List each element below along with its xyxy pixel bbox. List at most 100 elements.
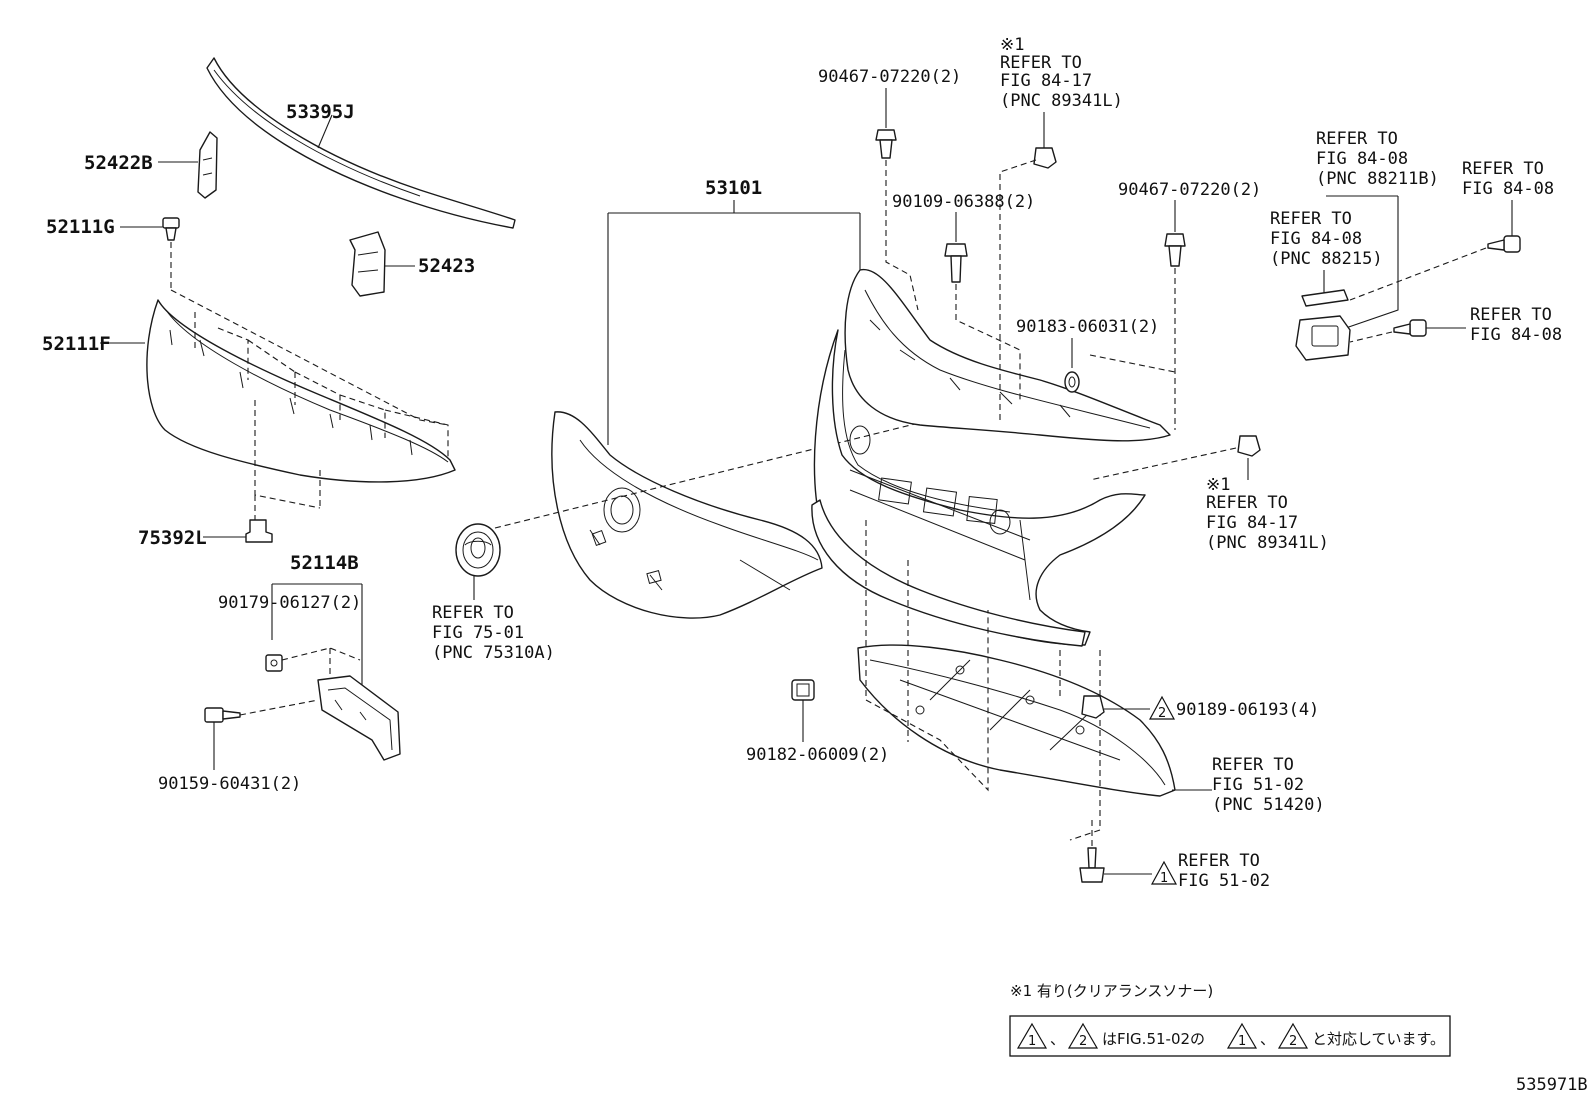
svg-text:(PNC 88211B): (PNC 88211B) bbox=[1316, 169, 1439, 189]
svg-text:2: 2 bbox=[1079, 1034, 1087, 1049]
grille-panel-52111f[interactable] bbox=[146, 299, 456, 483]
triangle-2-icon: 2 bbox=[1067, 1022, 1099, 1049]
diagram-id: 535971B bbox=[1516, 1075, 1588, 1095]
svg-text:REFER TO: REFER TO bbox=[1270, 209, 1352, 229]
leader-53395j bbox=[317, 114, 333, 149]
svg-text:REFER TO: REFER TO bbox=[1212, 755, 1294, 775]
label-90183: 90183-06031(2) bbox=[1016, 317, 1159, 337]
triangle-2-icon: 2 bbox=[1148, 695, 1176, 721]
svg-text:と対応しています。: と対応しています。 bbox=[1312, 1030, 1445, 1048]
label-52111f: 52111F bbox=[42, 333, 111, 355]
bolt-90109[interactable] bbox=[944, 243, 968, 283]
ref-fig-84-17-mid[interactable]: ※1 REFER TO FIG 84-17 (PNC 89341L) bbox=[1206, 475, 1329, 553]
bolt-sensor-d[interactable] bbox=[1393, 319, 1427, 337]
svg-text:(PNC 75310A): (PNC 75310A) bbox=[432, 643, 555, 663]
svg-text:FIG 75-01: FIG 75-01 bbox=[432, 623, 524, 643]
svg-text:1: 1 bbox=[1238, 1034, 1246, 1049]
leader-53101 bbox=[607, 200, 861, 445]
ref-fig-84-08-d[interactable]: REFER TO FIG 84-08 bbox=[1470, 305, 1562, 345]
svg-text:FIG 51-02: FIG 51-02 bbox=[1178, 871, 1270, 891]
svg-text:(PNC 51420): (PNC 51420) bbox=[1212, 795, 1325, 815]
emblem[interactable] bbox=[455, 523, 501, 577]
bumper-cover-53101[interactable] bbox=[551, 411, 823, 619]
label-53101: 53101 bbox=[705, 177, 762, 199]
svg-text:2: 2 bbox=[1158, 706, 1166, 721]
svg-text:※1: ※1 bbox=[1206, 475, 1230, 495]
svg-text:FIG 84-08: FIG 84-08 bbox=[1316, 149, 1408, 169]
svg-text:FIG 84-17: FIG 84-17 bbox=[1206, 513, 1298, 533]
bracket-52422b[interactable] bbox=[197, 131, 218, 199]
svg-text:、: 、 bbox=[1260, 1030, 1275, 1048]
svg-text:はFIG.51-02の: はFIG.51-02の bbox=[1102, 1030, 1205, 1048]
footnote-sonar: ※1 有り(クリアランスソナー) bbox=[1010, 982, 1213, 1000]
sonar-clip-mid[interactable] bbox=[1237, 435, 1261, 457]
label-52114b: 52114B bbox=[290, 552, 359, 574]
sonar-clip-top[interactable] bbox=[1033, 147, 1057, 169]
label-90189: 90189-06193(4) bbox=[1176, 700, 1319, 720]
svg-text:2: 2 bbox=[1289, 1034, 1297, 1049]
svg-text:REFER TO: REFER TO bbox=[1206, 493, 1288, 513]
grommet-90183[interactable] bbox=[1064, 371, 1080, 393]
svg-text:FIG 84-08: FIG 84-08 bbox=[1470, 325, 1562, 345]
leader-52114b bbox=[271, 583, 363, 700]
nut-90179[interactable] bbox=[265, 654, 283, 672]
bolt-90467a[interactable] bbox=[875, 129, 897, 159]
svg-text:FIG 84-08: FIG 84-08 bbox=[1270, 229, 1362, 249]
label-90467b: 90467-07220(2) bbox=[1118, 180, 1261, 200]
clip-90182[interactable] bbox=[791, 679, 815, 701]
svg-text:※1: ※1 bbox=[1000, 35, 1024, 55]
ref-fig-84-17-top[interactable]: ※1 REFER TO FIG 84-17 (PNC 89341L) bbox=[1000, 35, 1123, 111]
label-90467a: 90467-07220(2) bbox=[818, 67, 961, 87]
sensor-module[interactable] bbox=[1295, 315, 1351, 361]
triangle-1-icon: 1 bbox=[1226, 1022, 1258, 1049]
svg-text:REFER TO: REFER TO bbox=[1000, 53, 1082, 73]
ref-fig-51-02-a[interactable]: REFER TO FIG 51-02 (PNC 51420) bbox=[1212, 755, 1325, 815]
triangle-1-icon: 1 bbox=[1150, 860, 1178, 886]
svg-text:1: 1 bbox=[1160, 871, 1168, 886]
svg-text:FIG 84-17: FIG 84-17 bbox=[1000, 71, 1092, 91]
svg-text:FIG 51-02: FIG 51-02 bbox=[1212, 775, 1304, 795]
svg-text:REFER TO: REFER TO bbox=[1316, 129, 1398, 149]
clip-90189[interactable] bbox=[1081, 695, 1105, 719]
ref-fig-84-08-a[interactable]: REFER TO FIG 84-08 (PNC 88211B) bbox=[1316, 129, 1439, 189]
bolt-sensor-c[interactable] bbox=[1487, 235, 1521, 253]
clip-75392l[interactable] bbox=[245, 519, 273, 543]
svg-text:(PNC 89341L): (PNC 89341L) bbox=[1000, 91, 1123, 111]
label-90109: 90109-06388(2) bbox=[892, 192, 1035, 212]
svg-text:(PNC 89341L): (PNC 89341L) bbox=[1206, 533, 1329, 553]
svg-text:REFER TO: REFER TO bbox=[1178, 851, 1260, 871]
bolt-under-cover[interactable] bbox=[1079, 847, 1105, 883]
bolt-90467b[interactable] bbox=[1164, 233, 1186, 267]
triangle-2-icon: 2 bbox=[1277, 1022, 1309, 1049]
bracket-52423[interactable] bbox=[349, 231, 386, 297]
label-53395j: 53395J bbox=[286, 101, 355, 123]
bracket-sensor-88215[interactable] bbox=[1301, 289, 1349, 307]
triangle-1-icon: 1 bbox=[1016, 1022, 1048, 1049]
ref-fig-84-08-b[interactable]: REFER TO FIG 84-08 (PNC 88215) bbox=[1270, 209, 1383, 269]
molding-strip-53395j[interactable] bbox=[206, 57, 516, 229]
label-52423: 52423 bbox=[418, 255, 475, 277]
svg-text:、: 、 bbox=[1050, 1030, 1065, 1048]
label-75392l: 75392L bbox=[138, 527, 207, 549]
bracket-52114b[interactable] bbox=[317, 675, 401, 761]
svg-text:REFER TO: REFER TO bbox=[432, 603, 514, 623]
ref-fig-75-01[interactable]: REFER TO FIG 75-01 (PNC 75310A) bbox=[432, 603, 555, 663]
note-box: 1 、 2 はFIG.51-02の 1 、 2 と対応しています。 bbox=[1009, 1015, 1451, 1057]
ref-fig-84-08-c[interactable]: REFER TO FIG 84-08 bbox=[1462, 159, 1554, 199]
svg-text:FIG 84-08: FIG 84-08 bbox=[1462, 179, 1554, 199]
label-52111g: 52111G bbox=[46, 216, 115, 238]
label-52422b: 52422B bbox=[84, 152, 153, 174]
svg-text:REFER TO: REFER TO bbox=[1470, 305, 1552, 325]
bumper-reinforcement[interactable] bbox=[844, 268, 1171, 442]
label-90179: 90179-06127(2) bbox=[218, 593, 361, 613]
bolt-90159[interactable] bbox=[204, 707, 241, 723]
engine-under-cover[interactable] bbox=[857, 644, 1176, 797]
svg-text:1: 1 bbox=[1028, 1034, 1036, 1049]
label-90159: 90159-60431(2) bbox=[158, 774, 301, 794]
clip-52111g[interactable] bbox=[162, 217, 180, 241]
svg-text:REFER TO: REFER TO bbox=[1462, 159, 1544, 179]
lower-lip[interactable] bbox=[811, 499, 1086, 647]
svg-text:(PNC 88215): (PNC 88215) bbox=[1270, 249, 1383, 269]
ref-fig-51-02-b[interactable]: REFER TO FIG 51-02 bbox=[1178, 851, 1270, 891]
